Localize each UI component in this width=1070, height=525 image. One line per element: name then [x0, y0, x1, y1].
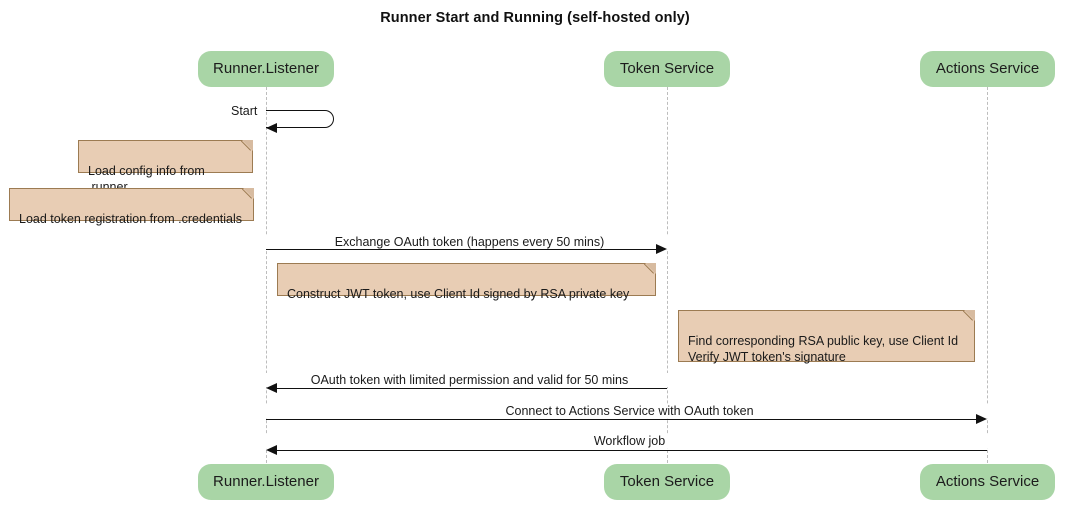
arrowhead-exchange-oauth-token [656, 244, 667, 254]
message-label-oauth-token-reply: OAuth token with limited permission and … [266, 373, 673, 387]
participant-actions-service-bottom[interactable]: Actions Service [920, 464, 1055, 500]
arrowhead-start [266, 123, 277, 133]
participant-token-service-top[interactable]: Token Service [604, 51, 730, 87]
participant-runner-bottom[interactable]: Runner.Listener [198, 464, 334, 500]
note-fold-edge-icon [242, 188, 254, 200]
note-fold-edge-icon [963, 310, 975, 322]
note-load-config: Load config info from .runner [78, 140, 253, 194]
participant-token-service-bottom[interactable]: Token Service [604, 464, 730, 500]
note-fold-edge-icon [644, 263, 656, 275]
message-line-connect-actions-service [266, 419, 976, 420]
message-line-oauth-token-reply [277, 388, 667, 389]
note-load-token-registration: Load token registration from .credential… [9, 188, 254, 226]
note-load-token-registration-text: Load token registration from .credential… [19, 212, 243, 226]
lifeline-actions-service [987, 87, 988, 463]
note-verify-jwt-text: Find corresponding RSA public key, use C… [688, 334, 959, 364]
participant-actions-service-top[interactable]: Actions Service [920, 51, 1055, 87]
arrowhead-connect-actions-service [976, 414, 987, 424]
message-label-workflow-job: Workflow job [266, 434, 993, 448]
participant-runner-top[interactable]: Runner.Listener [198, 51, 334, 87]
note-construct-jwt-text: Construct JWT token, use Client Id signe… [287, 287, 630, 301]
message-label-connect-actions-service: Connect to Actions Service with OAuth to… [266, 404, 993, 418]
arrowhead-workflow-job [266, 445, 277, 455]
lifeline-token-service [667, 87, 668, 463]
message-line-exchange-oauth-token [266, 249, 656, 250]
message-label-start: Start [228, 104, 261, 118]
lifeline-runner [266, 87, 267, 463]
note-fold-edge-icon [241, 140, 253, 152]
self-message-start [266, 110, 334, 128]
message-line-workflow-job [277, 450, 987, 451]
page-title: Runner Start and Running (self-hosted on… [380, 10, 690, 26]
arrowhead-oauth-token-reply [266, 383, 277, 393]
note-construct-jwt: Construct JWT token, use Client Id signe… [277, 263, 656, 301]
note-verify-jwt: Find corresponding RSA public key, use C… [678, 310, 975, 364]
message-label-exchange-oauth-token: Exchange OAuth token (happens every 50 m… [266, 235, 673, 249]
